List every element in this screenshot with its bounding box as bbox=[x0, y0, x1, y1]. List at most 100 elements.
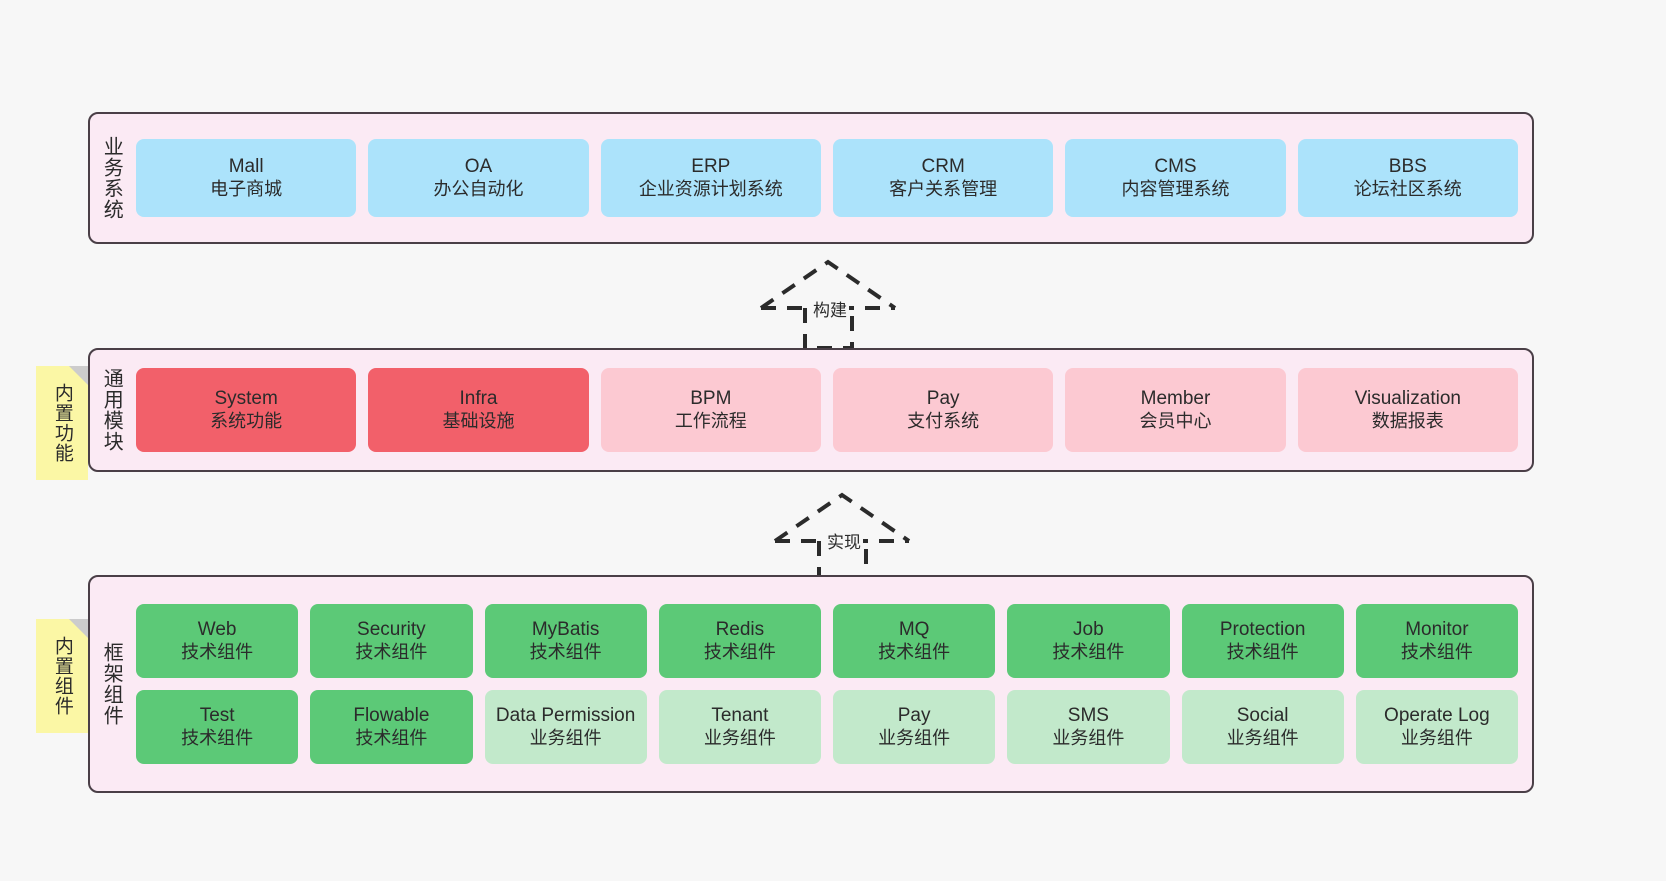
module-card-system[interactable]: System 系统功能 bbox=[136, 368, 357, 452]
layer-body-common-module: System 系统功能 Infra 基础设施 BPM 工作流程 Pay 支付系统… bbox=[132, 350, 1532, 470]
component-name: Redis bbox=[715, 619, 765, 641]
module-name: CRM bbox=[921, 156, 965, 178]
component-desc: 技术组件 bbox=[878, 641, 951, 662]
module-desc: 内容管理系统 bbox=[1121, 178, 1230, 199]
module-desc: 工作流程 bbox=[674, 410, 747, 431]
module-name: Visualization bbox=[1354, 388, 1461, 410]
component-name: MyBatis bbox=[531, 619, 600, 641]
module-desc: 系统功能 bbox=[210, 410, 283, 431]
note-builtin-component: 内置组件 bbox=[36, 619, 88, 733]
component-desc: 业务组件 bbox=[878, 727, 951, 748]
component-desc: 业务组件 bbox=[529, 727, 602, 748]
component-card-monitor[interactable]: Monitor 技术组件 bbox=[1355, 604, 1518, 678]
module-card-infra[interactable]: Infra 基础设施 bbox=[368, 368, 589, 452]
component-desc: 业务组件 bbox=[1226, 727, 1299, 748]
component-card-social[interactable]: Social 业务组件 bbox=[1181, 690, 1344, 764]
module-card-mall[interactable]: Mall 电子商城 bbox=[136, 139, 357, 217]
component-desc: 技术组件 bbox=[703, 641, 776, 662]
module-name: BPM bbox=[690, 388, 732, 410]
note-builtin-function: 内置功能 bbox=[36, 366, 88, 480]
component-desc: 技术组件 bbox=[1052, 641, 1125, 662]
module-card-erp[interactable]: ERP 企业资源计划系统 bbox=[600, 139, 821, 217]
note-label: 内置功能 bbox=[51, 383, 73, 463]
layer-body-business-system: Mall 电子商城 OA 办公自动化 ERP 企业资源计划系统 CRM 客户关系… bbox=[132, 114, 1532, 242]
module-desc: 企业资源计划系统 bbox=[638, 178, 783, 199]
component-desc: 技术组件 bbox=[181, 727, 254, 748]
layer-title-framework-component: 框架组件 bbox=[100, 642, 123, 726]
module-name: BBS bbox=[1388, 156, 1427, 178]
note-label: 内置组件 bbox=[51, 636, 73, 716]
component-name: Pay bbox=[897, 705, 931, 727]
module-name: Member bbox=[1140, 388, 1211, 410]
component-card-pay[interactable]: Pay 业务组件 bbox=[833, 690, 996, 764]
component-desc: 技术组件 bbox=[355, 641, 428, 662]
component-name: Tenant bbox=[711, 705, 769, 727]
component-card-test[interactable]: Test 技术组件 bbox=[136, 690, 299, 764]
component-name: Monitor bbox=[1405, 619, 1469, 641]
component-card-web[interactable]: Web 技术组件 bbox=[136, 604, 299, 678]
module-name: OA bbox=[464, 156, 493, 178]
component-card-mq[interactable]: MQ 技术组件 bbox=[833, 604, 996, 678]
component-name: Test bbox=[199, 705, 235, 727]
component-name: Job bbox=[1073, 619, 1104, 641]
module-name: CMS bbox=[1154, 156, 1197, 178]
connector-implement-label: 实现 bbox=[825, 528, 863, 553]
module-card-bpm[interactable]: BPM 工作流程 bbox=[600, 368, 821, 452]
component-name: MQ bbox=[898, 619, 930, 641]
module-name: ERP bbox=[691, 156, 731, 178]
module-card-cms[interactable]: CMS 内容管理系统 bbox=[1065, 139, 1286, 217]
module-card-bbs[interactable]: BBS 论坛社区系统 bbox=[1297, 139, 1518, 217]
component-card-security[interactable]: Security 技术组件 bbox=[310, 604, 473, 678]
component-name: Web bbox=[197, 619, 237, 641]
connector-build-label: 构建 bbox=[811, 296, 849, 321]
component-desc: 技术组件 bbox=[1400, 641, 1473, 662]
module-name: Infra bbox=[459, 388, 498, 410]
module-name: Mall bbox=[228, 156, 264, 178]
module-desc: 论坛社区系统 bbox=[1353, 178, 1462, 199]
component-card-flowable[interactable]: Flowable 技术组件 bbox=[310, 690, 473, 764]
component-desc: 技术组件 bbox=[355, 727, 428, 748]
component-name: Data Permission bbox=[495, 705, 636, 727]
component-desc: 业务组件 bbox=[1052, 727, 1125, 748]
module-desc: 办公自动化 bbox=[433, 178, 524, 199]
layer-common-module: 通用模块 System 系统功能 Infra 基础设施 BPM 工作流程 Pay… bbox=[88, 348, 1534, 472]
module-card-pay[interactable]: Pay 支付系统 bbox=[832, 368, 1054, 452]
module-desc: 电子商城 bbox=[210, 178, 283, 199]
component-desc: 技术组件 bbox=[529, 641, 602, 662]
module-name: System bbox=[214, 388, 278, 410]
component-card-data-permission[interactable]: Data Permission 业务组件 bbox=[484, 690, 647, 764]
layer-title-business-system: 业务系统 bbox=[100, 136, 123, 220]
component-name: Operate Log bbox=[1384, 705, 1490, 727]
module-desc: 会员中心 bbox=[1139, 410, 1212, 431]
module-desc: 基础设施 bbox=[442, 410, 515, 431]
layer-body-framework-component: Web 技术组件 Security 技术组件 MyBatis 技术组件 Redi… bbox=[132, 577, 1532, 791]
module-card-crm[interactable]: CRM 客户关系管理 bbox=[832, 139, 1054, 217]
module-card-visualization[interactable]: Visualization 数据报表 bbox=[1297, 368, 1518, 452]
component-desc: 技术组件 bbox=[1226, 641, 1299, 662]
layer-business-system: 业务系统 Mall 电子商城 OA 办公自动化 ERP 企业资源计划系统 CRM… bbox=[88, 112, 1534, 244]
component-name: Security bbox=[357, 619, 426, 641]
component-desc: 业务组件 bbox=[1400, 727, 1473, 748]
framework-row-tech: Web 技术组件 Security 技术组件 MyBatis 技术组件 Redi… bbox=[136, 604, 1518, 678]
component-card-operate-log[interactable]: Operate Log 业务组件 bbox=[1355, 690, 1518, 764]
component-card-job[interactable]: Job 技术组件 bbox=[1007, 604, 1170, 678]
component-card-tenant[interactable]: Tenant 业务组件 bbox=[658, 690, 821, 764]
component-card-mybatis[interactable]: MyBatis 技术组件 bbox=[484, 604, 647, 678]
component-card-sms[interactable]: SMS 业务组件 bbox=[1007, 690, 1170, 764]
module-card-oa[interactable]: OA 办公自动化 bbox=[368, 139, 589, 217]
note-fold-corner-icon bbox=[69, 619, 88, 638]
component-name: SMS bbox=[1067, 705, 1109, 727]
component-card-protection[interactable]: Protection 技术组件 bbox=[1181, 604, 1344, 678]
framework-row-business: Test 技术组件 Flowable 技术组件 Data Permission … bbox=[136, 690, 1518, 764]
layer-framework-component: 框架组件 Web 技术组件 Security 技术组件 MyBatis 技术组件… bbox=[88, 575, 1534, 793]
component-card-redis[interactable]: Redis 技术组件 bbox=[658, 604, 821, 678]
component-name: Protection bbox=[1219, 619, 1306, 641]
module-name: Pay bbox=[926, 388, 960, 410]
module-card-member[interactable]: Member 会员中心 bbox=[1065, 368, 1286, 452]
note-fold-corner-icon bbox=[69, 366, 88, 385]
component-desc: 技术组件 bbox=[181, 641, 254, 662]
component-desc: 业务组件 bbox=[703, 727, 776, 748]
module-desc: 数据报表 bbox=[1371, 410, 1444, 431]
layer-title-common-module: 通用模块 bbox=[100, 368, 123, 452]
